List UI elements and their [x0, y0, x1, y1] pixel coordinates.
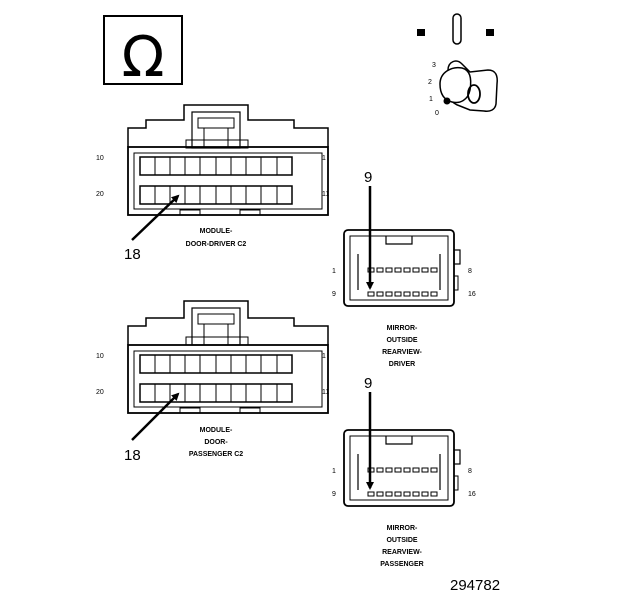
passenger-mirror-connector: 1 9 8 16 9 MIRROR- OUTSIDE REARVIEW- PAS… [332, 375, 476, 568]
driver-module-pin-20: 20 [96, 191, 104, 198]
passenger-mirror-pin-8: 8 [468, 468, 472, 475]
driver-module-callout: 18 [124, 246, 141, 263]
driver-mirror-title-1: MIRROR- [387, 325, 418, 332]
passenger-mirror-pin-row-top [367, 467, 438, 473]
passenger-mirror-callout: 9 [364, 375, 372, 392]
passenger-module-title-3: PASSENGER C2 [189, 451, 243, 458]
passenger-mirror-title-4: PASSENGER [380, 561, 423, 568]
driver-mirror-title-2: OUTSIDE [386, 337, 417, 344]
passenger-module-connector: 10 20 1 11 18 MODULE- DOOR- PASSENGER C2 [96, 300, 329, 464]
driver-module-callout-arrow [131, 194, 180, 241]
driver-module-connector: 10 20 1 11 18 MODULE- DOOR-DRIVER C2 [96, 104, 329, 263]
passenger-mirror-pin-1: 1 [332, 468, 336, 475]
driver-mirror-title-4: DRIVER [389, 361, 415, 368]
passenger-mirror-title-2: OUTSIDE [386, 537, 417, 544]
passenger-module-callout: 18 [124, 447, 141, 464]
driver-module-title-2: DOOR-DRIVER C2 [186, 241, 247, 248]
passenger-module-pin-1: 1 [322, 353, 326, 360]
driver-module-pin-11: 11 [322, 191, 329, 198]
driver-mirror-connector: 1 9 8 16 9 MIRROR- OUTSIDE REARVIEW- DRI… [332, 169, 476, 368]
driver-mirror-callout: 9 [364, 169, 372, 186]
driver-mirror-pin-1: 1 [332, 268, 336, 275]
passenger-module-title-2: DOOR- [204, 439, 228, 446]
driver-mirror-pin-9: 9 [332, 291, 336, 298]
driver-mirror-pin-row-bottom [367, 291, 438, 297]
passenger-mirror-pin-row-bottom [367, 491, 438, 497]
passenger-mirror-pin-16: 16 [468, 491, 476, 498]
driver-module-title-1: MODULE- [200, 228, 233, 235]
passenger-mirror-pin-9: 9 [332, 491, 336, 498]
passenger-mirror-title-1: MIRROR- [387, 525, 418, 532]
driver-module-pin-row-top [139, 156, 293, 176]
passenger-module-pin-row-top [139, 354, 293, 374]
driver-mirror-pin-16: 16 [468, 291, 476, 298]
ignition-key-icon: 3 2 1 0 [417, 13, 498, 117]
key-position-0: 0 [435, 110, 439, 117]
driver-module-pin-1: 1 [322, 155, 326, 162]
passenger-mirror-title-3: REARVIEW- [382, 549, 422, 556]
passenger-module-callout-arrow [131, 392, 180, 441]
passenger-module-title-1: MODULE- [200, 427, 233, 434]
key-position-3: 3 [432, 62, 436, 69]
driver-mirror-pin-8: 8 [468, 268, 472, 275]
ohm-meter-symbol: Ω [103, 15, 183, 90]
ohm-icon: Ω [122, 25, 165, 90]
driver-module-pin-row-bottom [139, 185, 293, 205]
passenger-module-pin-10: 10 [96, 353, 104, 360]
passenger-module-pin-11: 11 [322, 389, 329, 396]
driver-mirror-title-3: REARVIEW- [382, 349, 422, 356]
key-position-1: 1 [429, 96, 433, 103]
driver-module-pin-10: 10 [96, 155, 104, 162]
driver-mirror-pin-row-top [367, 267, 438, 273]
passenger-module-pin-row-bottom [139, 383, 293, 403]
passenger-module-pin-20: 20 [96, 389, 104, 396]
figure-number: 294782 [450, 577, 500, 594]
key-position-2: 2 [428, 79, 432, 86]
